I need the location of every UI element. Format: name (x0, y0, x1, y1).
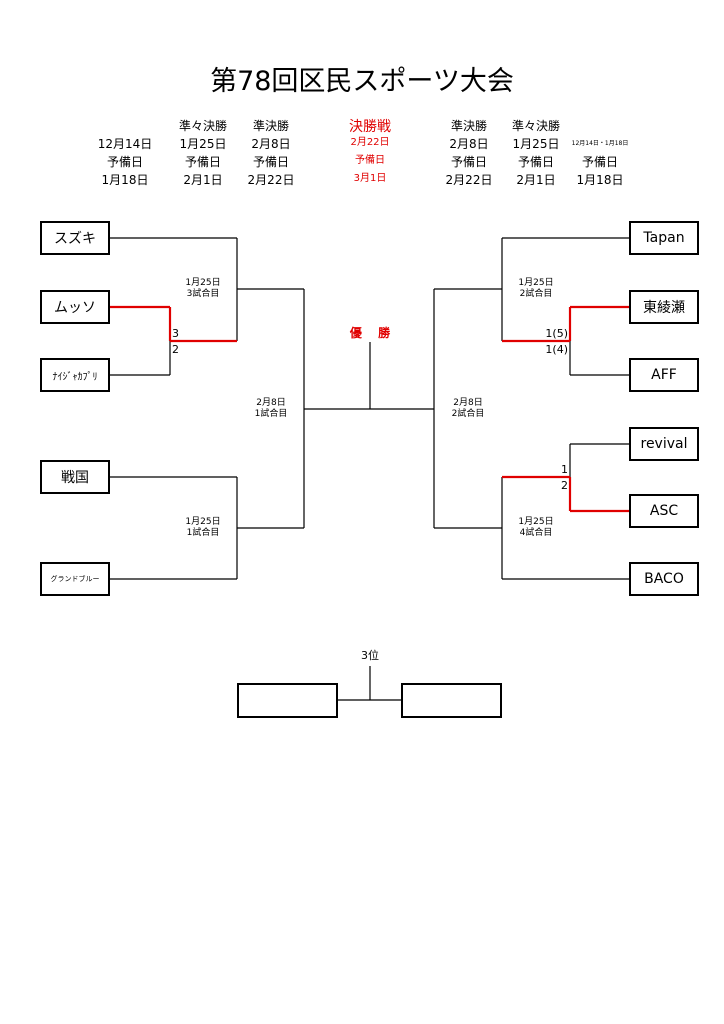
match-game: 2試合目 (519, 289, 553, 300)
left-sf-round: 準決勝 (252, 119, 289, 133)
team-box-left-4: 戦国 (40, 460, 110, 494)
page-title: 第78回区民スポーツ大会 (210, 66, 514, 97)
match-note-left-qf-bottom: 1月25日 1試合目 (163, 517, 243, 540)
score-higashiayase: 1(5) (545, 327, 568, 340)
right-qf-reserve-date: 2月1日 (516, 173, 556, 187)
third-place-box-left (237, 683, 338, 718)
final-round: 決勝戦 (349, 119, 391, 135)
right-sf-reserve-date: 2月22日 (445, 173, 493, 187)
winner-label: 優 勝 (349, 326, 397, 340)
third-place-label: 3位 (361, 649, 379, 662)
match-game: 3試合目 (186, 289, 220, 300)
third-place-box-right (401, 683, 502, 718)
team-box-left-3: ﾅｲｼﾞｬｶﾌﾟﾘ (40, 358, 110, 392)
match-game: 1試合目 (186, 528, 220, 539)
team-box-right-6: BACO (629, 562, 699, 596)
match-date: 1月25日 (518, 278, 554, 288)
score-mussu: 3 (172, 327, 179, 340)
score-aff: 1(4) (545, 343, 568, 356)
match-game: 2試合目 (451, 409, 485, 420)
final-date: 2月22日 (350, 137, 390, 148)
match-date: 2月8日 (453, 398, 483, 408)
final-reserve-label: 予備日 (355, 155, 385, 166)
team-box-right-1: Tapan (629, 221, 699, 255)
left-sf-date: 2月8日 (251, 137, 291, 151)
right-qf-date: 1月25日 (512, 137, 560, 151)
match-note-left-sf: 2月8日 1試合目 (231, 398, 311, 421)
left-r1-reserve-label: 予備日 (106, 155, 143, 169)
left-sf-reserve-date: 2月22日 (247, 173, 295, 187)
winner-path-lines (110, 305, 629, 513)
match-game: 1試合目 (254, 409, 288, 420)
match-note-right-qf-bottom: 1月25日 4試合目 (496, 517, 576, 540)
right-r1-reserve-label: 予備日 (581, 155, 618, 169)
right-r1-reserve-date: 1月18日 (576, 173, 624, 187)
left-qf-reserve-date: 2月1日 (183, 173, 223, 187)
left-sf-reserve-label: 予備日 (252, 155, 289, 169)
match-date: 1月25日 (185, 517, 221, 527)
match-date: 1月25日 (518, 517, 554, 527)
team-box-right-2: 東綾瀬 (629, 290, 699, 324)
team-box-left-2: ムッソ (40, 290, 110, 324)
team-box-left-1: スズキ (40, 221, 110, 255)
left-qf-date: 1月25日 (179, 137, 227, 151)
team-box-right-4: revival (629, 427, 699, 461)
match-date: 1月25日 (185, 278, 221, 288)
black-bracket-lines (110, 237, 629, 701)
left-qf-reserve-label: 予備日 (184, 155, 221, 169)
team-box-left-5: グランドブルー (40, 562, 110, 596)
right-r1-date: 12月14日・1月18日 (571, 140, 629, 147)
score-revival: 1 (561, 463, 568, 476)
match-date: 2月8日 (256, 398, 286, 408)
match-note-right-sf: 2月8日 2試合目 (428, 398, 508, 421)
right-qf-reserve-label: 予備日 (517, 155, 554, 169)
right-sf-date: 2月8日 (449, 137, 489, 151)
score-asc: 2 (561, 479, 568, 492)
team-box-right-3: AFF (629, 358, 699, 392)
final-reserve-date: 3月1日 (353, 173, 387, 184)
team-box-right-5: ASC (629, 494, 699, 528)
left-r1-reserve-date: 1月18日 (101, 173, 149, 187)
right-sf-round: 準決勝 (450, 119, 487, 133)
match-note-right-qf-top: 1月25日 2試合目 (496, 278, 576, 301)
match-note-left-qf-top: 1月25日 3試合目 (163, 278, 243, 301)
right-qf-round: 準々決勝 (511, 119, 560, 133)
score-naija: 2 (172, 343, 179, 356)
right-sf-reserve-label: 予備日 (450, 155, 487, 169)
left-qf-round: 準々決勝 (178, 119, 227, 133)
match-game: 4試合目 (519, 528, 553, 539)
left-r1-date: 12月14日 (97, 137, 153, 151)
